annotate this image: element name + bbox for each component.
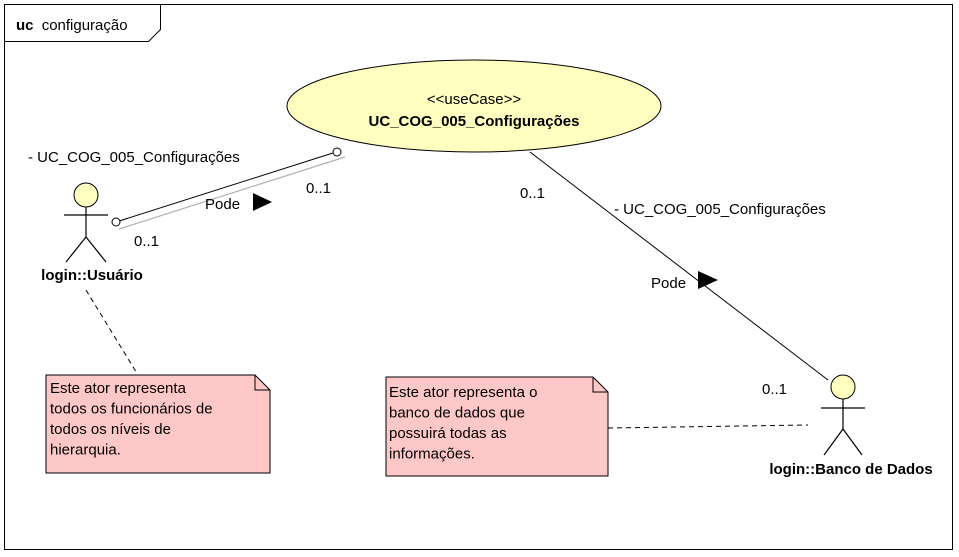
actor-database-head	[830, 374, 856, 400]
frame-name: configuração	[42, 17, 128, 34]
user-association-line[interactable]	[115, 151, 337, 223]
user-association-direction-arrow	[253, 193, 272, 211]
db-association-mult-usecase: 0..1	[520, 185, 545, 202]
db-association-role: - UC_COG_005_Configurações	[614, 201, 826, 218]
user-note-body	[45, 374, 271, 474]
user-note-text: Este ator representa todos os funcionári…	[50, 380, 217, 459]
actor-user-name: login::Usuário	[41, 267, 143, 284]
db-note-line: banco de dados que	[389, 405, 525, 422]
user-note-anchor	[85, 289, 139, 376]
db-note[interactable]: Este ator representa o banco de dados qu…	[385, 376, 609, 477]
user-note-line: Este ator representa	[50, 380, 187, 397]
user-note-line: hierarquia.	[50, 442, 121, 459]
db-note-text: Este ator representa o banco de dados qu…	[389, 384, 542, 463]
use-case-ellipse[interactable]	[286, 59, 662, 153]
db-note-fold	[592, 377, 608, 393]
user-association-role: - UC_COG_005_Configurações	[28, 149, 240, 166]
user-association-shadow-line	[118, 156, 346, 230]
use-case-name: UC_COG_005_Configurações	[369, 113, 580, 130]
actor-database-name: login::Banco de Dados	[769, 461, 932, 478]
db-association-mult-actor: 0..1	[762, 381, 787, 398]
actor-user-right-leg	[85, 236, 107, 263]
db-note-line: informações.	[389, 446, 475, 463]
db-association-line[interactable]	[529, 151, 829, 381]
actor-database[interactable]	[821, 374, 865, 456]
user-note[interactable]: Este ator representa todos os funcionári…	[45, 374, 271, 474]
actor-database-left-leg	[823, 428, 844, 456]
user-note-line: todos os funcionários de	[50, 401, 213, 418]
user-note-fold	[254, 375, 270, 391]
user-association-end-actor[interactable]	[111, 217, 121, 227]
db-note-body	[385, 376, 609, 477]
db-association-direction-arrow	[698, 271, 718, 289]
actor-user-head	[73, 182, 99, 208]
actor-user-left-leg	[65, 236, 87, 263]
user-association-name: Pode	[205, 196, 240, 213]
db-note-line: Este ator representa o	[389, 384, 537, 401]
db-note-anchor	[607, 424, 809, 429]
user-note-line: todos os níveis de	[50, 421, 171, 438]
user-association-end-usecase[interactable]	[332, 147, 342, 157]
user-association-mult-usecase: 0..1	[306, 180, 331, 197]
actor-database-right-leg	[842, 428, 863, 456]
frame-title: uc configuração	[16, 17, 128, 34]
user-association-mult-actor: 0..1	[134, 233, 159, 250]
use-case-stereotype: <<useCase>>	[427, 91, 521, 108]
db-note-line: possuirá todas as	[389, 425, 507, 442]
frame-name-tab	[4, 4, 161, 42]
db-association-name: Pode	[651, 275, 686, 292]
actor-user[interactable]	[64, 182, 108, 263]
frame-keyword: uc	[16, 17, 34, 34]
